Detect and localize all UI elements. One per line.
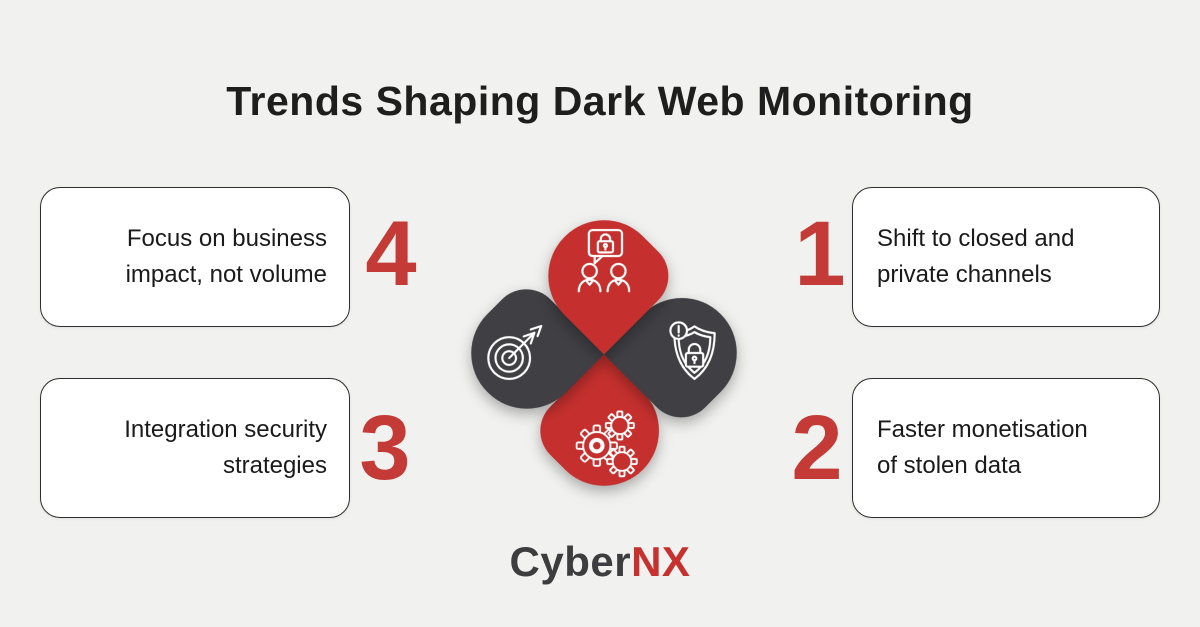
brand-suffix: NX bbox=[631, 538, 691, 585]
gears-icon bbox=[568, 408, 640, 480]
petal-right bbox=[603, 274, 760, 432]
step-number-2: 2 bbox=[791, 397, 843, 499]
card-bottom-left: Integration security strategies bbox=[40, 378, 350, 518]
brand-prefix: Cyber bbox=[509, 538, 632, 585]
shield-alert-icon bbox=[659, 317, 731, 389]
step-number-3: 3 bbox=[359, 397, 411, 499]
card-bottom-right-label: Faster monetisation of stolen data bbox=[877, 416, 1088, 479]
card-top-right: Shift to closed and private channels bbox=[852, 187, 1160, 327]
target-arrow-icon bbox=[477, 317, 549, 389]
card-top-left: Focus on business impact, not volume bbox=[40, 187, 350, 327]
diamond-graphic bbox=[448, 197, 760, 509]
card-bottom-right: Faster monetisation of stolen data bbox=[852, 378, 1160, 518]
card-bottom-left-label: Integration security strategies bbox=[124, 416, 327, 479]
step-number-1: 1 bbox=[794, 203, 846, 305]
step-number-4: 4 bbox=[365, 203, 417, 305]
secure-chat-icon bbox=[568, 226, 640, 298]
brand-logo: CyberNX bbox=[0, 538, 1200, 586]
card-top-left-label: Focus on business impact, not volume bbox=[125, 225, 327, 288]
petal-top bbox=[525, 197, 683, 354]
petal-left bbox=[448, 274, 605, 432]
petal-bottom bbox=[525, 352, 683, 509]
page-title: Trends Shaping Dark Web Monitoring bbox=[226, 78, 974, 124]
card-top-right-label: Shift to closed and private channels bbox=[877, 225, 1075, 288]
